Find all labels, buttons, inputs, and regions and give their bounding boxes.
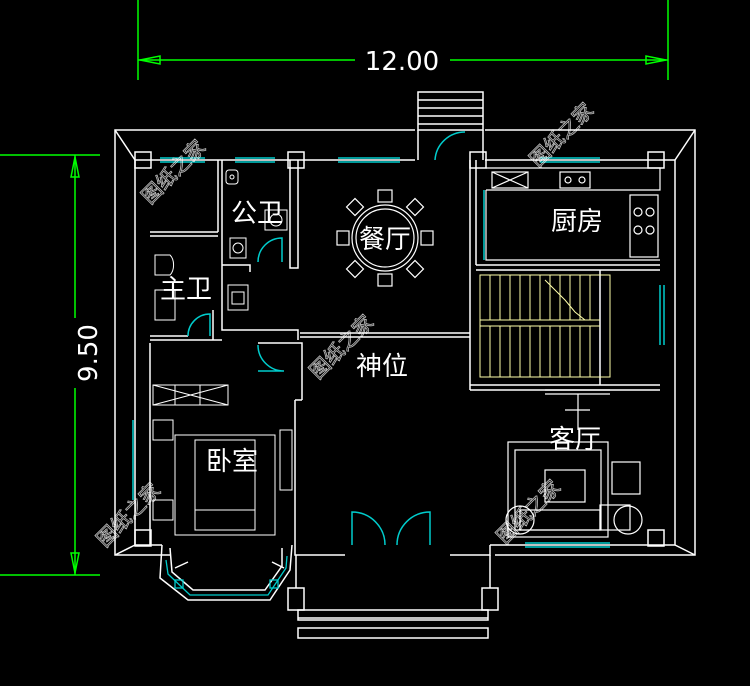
kitchen-counter: [485, 167, 661, 261]
windows: [132, 157, 665, 548]
interior-walls: [149, 160, 660, 556]
height-dimension-label: 9.50: [74, 324, 104, 382]
room-label-dining: 餐厅: [359, 225, 411, 255]
dining-table: [336, 189, 434, 287]
top-door: [434, 131, 466, 161]
room-label-shrine: 神位: [356, 352, 408, 382]
public-bath-fixtures: [225, 169, 288, 259]
front-porch: [287, 555, 499, 639]
master-bath-fixtures: [154, 254, 249, 321]
room-label-kitchen: 厨房: [551, 207, 603, 237]
room-label-bedroom: 卧室: [206, 447, 258, 477]
room-label-living: 客厅: [549, 425, 601, 455]
width-dimension-label: 12.00: [365, 47, 439, 77]
room-label-public-bath: 公卫: [231, 199, 283, 229]
living-furniture: [505, 389, 643, 538]
top-chimney: [417, 91, 484, 160]
bedroom-furniture: [152, 384, 293, 536]
staircase: [479, 274, 611, 378]
bay-window-glazing: [165, 555, 288, 596]
shrine-screen: [300, 332, 470, 338]
bay-window: [159, 544, 293, 601]
watermark: 图纸之家: [137, 135, 211, 209]
room-label-master-bath: 主卫: [160, 275, 212, 305]
door-swings: [187, 237, 431, 546]
exterior-walls: [114, 129, 696, 556]
watermark: 图纸之家: [92, 478, 166, 552]
